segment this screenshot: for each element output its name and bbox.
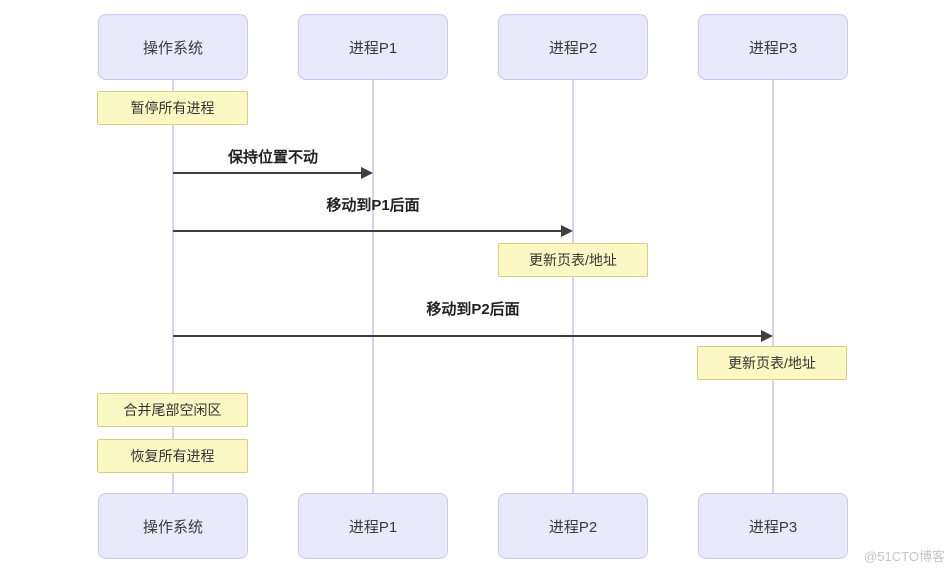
participant-label: 进程P2 — [548, 39, 598, 57]
lifeline-p1 — [372, 80, 374, 493]
message-arrow-line — [173, 335, 763, 337]
participant-box-p3-top: 进程P3 — [698, 14, 848, 80]
note-resume-all-processes: 恢复所有进程 — [97, 439, 248, 473]
participant-box-os-top: 操作系统 — [98, 14, 248, 80]
participant-label: 进程P3 — [748, 39, 798, 57]
participant-box-os-bottom: 操作系统 — [98, 493, 248, 559]
lifeline-p2 — [572, 80, 574, 493]
note-update-pagetable-p2: 更新页表/地址 — [498, 243, 648, 277]
lifeline-os — [172, 80, 174, 493]
note-text: 合并尾部空闲区 — [123, 402, 222, 418]
note-text: 暂停所有进程 — [130, 100, 215, 116]
participant-box-p2-top: 进程P2 — [498, 14, 648, 80]
message-label-move-behind-p2: 移动到P2后面 — [426, 301, 520, 318]
watermark: @51CTO博客 — [864, 549, 945, 564]
participant-label: 操作系统 — [142, 39, 203, 57]
lifeline-p3 — [772, 80, 774, 493]
message-arrow-line — [173, 230, 563, 232]
participant-box-p2-bottom: 进程P2 — [498, 493, 648, 559]
note-text: 更新页表/地址 — [529, 252, 617, 268]
participant-label: 进程P3 — [748, 518, 798, 536]
message-label-keep-position: 保持位置不动 — [227, 149, 318, 166]
note-pause-all-processes: 暂停所有进程 — [97, 91, 248, 125]
participant-label: 进程P1 — [348, 518, 398, 536]
participant-label: 进程P1 — [348, 39, 398, 57]
participant-box-p1-top: 进程P1 — [298, 14, 448, 80]
note-text: 更新页表/地址 — [728, 355, 816, 371]
participant-label: 操作系统 — [142, 518, 203, 536]
participant-box-p3-bottom: 进程P3 — [698, 493, 848, 559]
note-update-pagetable-p3: 更新页表/地址 — [697, 346, 847, 380]
note-text: 恢复所有进程 — [130, 448, 215, 464]
participant-box-p1-bottom: 进程P1 — [298, 493, 448, 559]
arrowhead-icon — [561, 225, 573, 237]
arrowhead-icon — [761, 330, 773, 342]
note-merge-tail-free-area: 合并尾部空闲区 — [97, 393, 248, 427]
participant-label: 进程P2 — [548, 518, 598, 536]
message-label-move-behind-p1: 移动到P1后面 — [326, 197, 420, 214]
message-arrow-line — [173, 172, 363, 174]
arrowhead-icon — [361, 167, 373, 179]
